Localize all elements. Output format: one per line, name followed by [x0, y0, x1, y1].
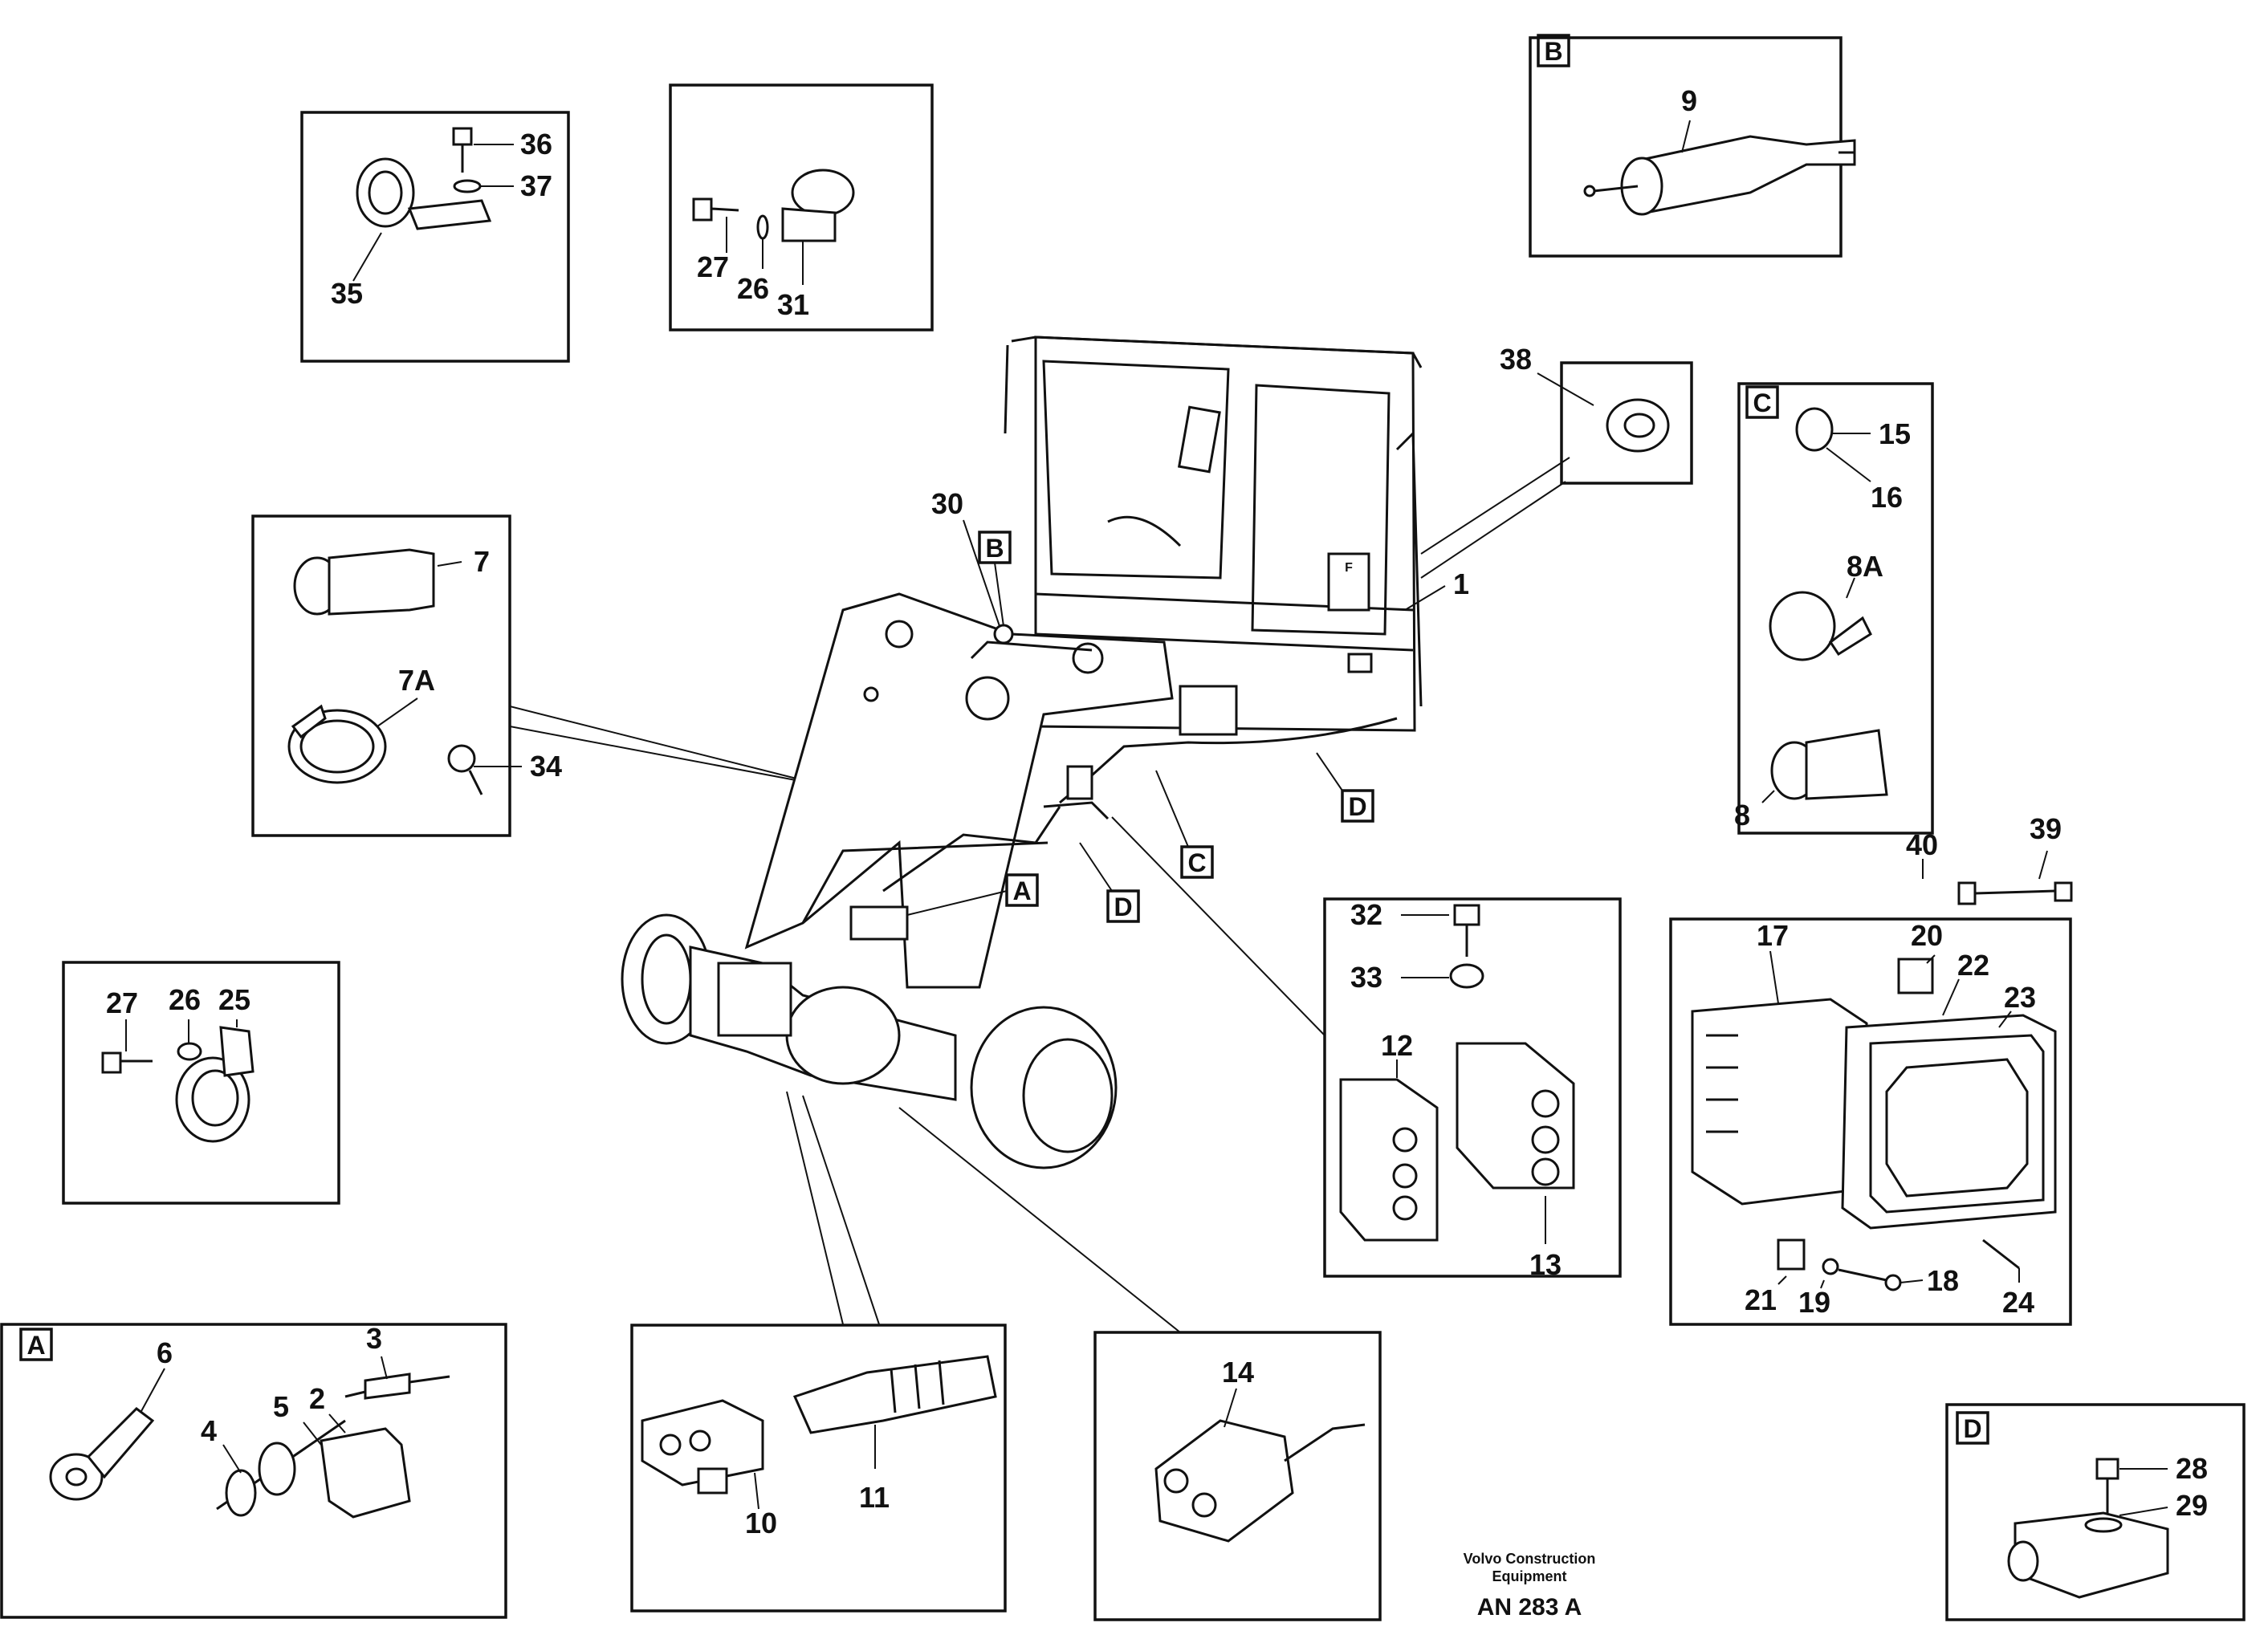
svg-text:26: 26: [169, 983, 201, 1016]
svg-text:38: 38: [1500, 343, 1532, 376]
svg-text:32: 32: [1350, 898, 1382, 931]
detail-frame-38: [1560, 361, 1693, 485]
detail-10-11-parts: [641, 1355, 997, 1495]
svg-text:18: 18: [1927, 1264, 1959, 1297]
detail-frame-a: [0, 1323, 507, 1619]
detail-25-27-parts: [101, 1026, 254, 1143]
svg-text:21: 21: [1745, 1283, 1777, 1316]
svg-text:3: 3: [366, 1322, 382, 1355]
wiring-harness: [801, 624, 1398, 941]
svg-text:19: 19: [1798, 1286, 1830, 1319]
detail-letter-b-box: B: [1537, 34, 1570, 67]
svg-text:B: B: [985, 534, 1004, 563]
detail-frame-12-13: [1323, 897, 1622, 1278]
svg-text:13: 13: [1529, 1248, 1562, 1281]
svg-text:F: F: [1345, 561, 1353, 575]
svg-text:7A: 7A: [398, 664, 435, 697]
detail-frame-d: [1945, 1403, 2246, 1621]
svg-text:29: 29: [2176, 1489, 2208, 1522]
svg-text:35: 35: [331, 277, 363, 310]
svg-text:6: 6: [157, 1336, 173, 1369]
detail-frame-7-34: [251, 514, 511, 837]
detail-letter-a-box: A: [19, 1328, 53, 1361]
svg-text:A: A: [1012, 876, 1031, 905]
detail-a-parts: [49, 1373, 450, 1519]
detail-letter-c-box: C: [1745, 385, 1779, 419]
svg-text:4: 4: [201, 1414, 217, 1447]
svg-text:14: 14: [1222, 1356, 1254, 1389]
main-letter-c: C: [1155, 770, 1214, 879]
loader-lift-arm: [744, 592, 1174, 989]
drawing-number: AN 283 A: [1477, 1594, 1582, 1621]
connector-14-part: [1154, 1419, 1366, 1543]
svg-text:20: 20: [1911, 919, 1943, 952]
detail-c-parts: [1769, 407, 1888, 800]
svg-text:28: 28: [2176, 1452, 2208, 1485]
svg-text:33: 33: [1350, 961, 1382, 994]
svg-text:15: 15: [1879, 417, 1911, 450]
detail-frame-26-31: [669, 83, 934, 331]
svg-text:36: 36: [520, 128, 552, 161]
svg-text:40: 40: [1906, 828, 1938, 861]
detail-frame-17-24: [1669, 917, 2072, 1326]
detail-frame-35-37: [300, 111, 570, 363]
loader-axle: [621, 913, 1118, 1169]
svg-text:2: 2: [309, 1382, 325, 1415]
maker-line-1: Volvo Construction: [1464, 1551, 1596, 1567]
main-letter-d-upper: D: [1316, 752, 1374, 823]
svg-text:1: 1: [1453, 567, 1469, 600]
maker-line-2: Equipment: [1492, 1568, 1567, 1584]
detail-7-34-parts: [287, 548, 483, 795]
svg-text:C: C: [1753, 388, 1771, 417]
svg-text:27: 27: [697, 250, 729, 283]
svg-text:5: 5: [273, 1390, 289, 1423]
svg-text:8A: 8A: [1847, 550, 1883, 583]
svg-text:23: 23: [2004, 981, 2036, 1014]
svg-text:17: 17: [1757, 919, 1789, 952]
svg-text:D: D: [1963, 1414, 1981, 1443]
main-letter-b: B: [978, 531, 1012, 627]
detail-frame-25-27: [62, 961, 340, 1205]
detail-b-parts: [1583, 135, 1856, 216]
main-letter-a: A: [906, 873, 1039, 916]
svg-text:22: 22: [1957, 949, 1989, 982]
loader-cab: F: [1004, 336, 1423, 732]
svg-text:37: 37: [520, 169, 552, 202]
detail-17-24-parts: [1691, 881, 2073, 1291]
svg-text:26: 26: [737, 272, 769, 305]
svg-text:39: 39: [2030, 812, 2062, 845]
svg-text:34: 34: [530, 750, 562, 783]
svg-text:16: 16: [1871, 481, 1903, 514]
detail-frame-10-11: [630, 1324, 1007, 1612]
svg-text:30: 30: [931, 487, 963, 520]
svg-text:A: A: [26, 1331, 45, 1360]
detail-frame-14: [1093, 1331, 1382, 1621]
svg-text:25: 25: [218, 983, 250, 1016]
svg-text:B: B: [1544, 37, 1562, 66]
svg-text:D: D: [1348, 792, 1366, 821]
svg-text:31: 31: [777, 288, 809, 321]
detail-frame-c: [1737, 382, 1934, 835]
svg-text:9: 9: [1681, 84, 1697, 117]
main-letter-d-lower: D: [1079, 842, 1140, 923]
svg-text:27: 27: [106, 986, 138, 1019]
svg-text:8: 8: [1734, 799, 1750, 832]
detail-d-parts: [2007, 1458, 2169, 1599]
svg-text:7: 7: [474, 545, 490, 578]
svg-text:12: 12: [1381, 1029, 1413, 1062]
svg-text:C: C: [1187, 848, 1206, 877]
detail-12-13-parts: [1339, 904, 1575, 1242]
svg-text:10: 10: [745, 1507, 777, 1539]
svg-text:D: D: [1114, 893, 1132, 921]
detail-26-31-parts: [692, 169, 855, 242]
detail-35-37-parts: [356, 127, 492, 230]
nut-38-part: [1606, 398, 1670, 453]
svg-text:24: 24: [2002, 1286, 2034, 1319]
svg-text:11: 11: [859, 1481, 890, 1514]
detail-letter-d-box: D: [1956, 1411, 1989, 1445]
